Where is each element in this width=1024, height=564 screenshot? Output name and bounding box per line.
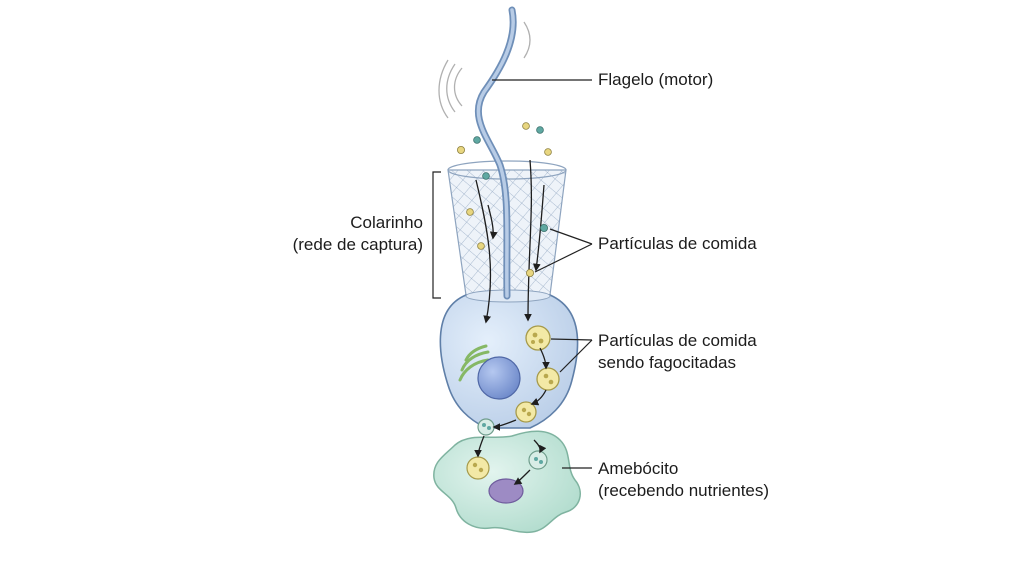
label-fagocitadas-line2: sendo fagocitadas xyxy=(598,353,736,372)
label-amebocito-line2: (recebendo nutrientes) xyxy=(598,481,770,500)
food-particles xyxy=(456,122,552,277)
particle-yellow-target xyxy=(526,268,535,277)
label-fagocitadas: Partículas de comida sendo fagocitadas xyxy=(598,330,757,374)
label-fagocitadas-line1: Partículas de comida xyxy=(598,331,757,350)
amebocyte-food-vacuole xyxy=(466,456,490,480)
golgi-apparatus xyxy=(458,344,490,382)
label-particulas: Partículas de comida xyxy=(598,233,757,255)
particle-teal-target xyxy=(540,223,549,232)
label-flagelo: Flagelo (motor) xyxy=(598,69,713,91)
nucleus xyxy=(477,356,521,400)
label-amebocito: Amebócito (recebendo nutrientes) xyxy=(598,458,769,502)
label-colarinho-line1: Colarinho xyxy=(350,213,423,232)
water-flow-arrows xyxy=(474,159,550,485)
amebocyte-vesicle xyxy=(528,450,548,470)
flagellum-motion-lines xyxy=(438,21,531,119)
label-particulas-text: Partículas de comida xyxy=(598,234,757,253)
amebocyte-nucleus xyxy=(488,478,524,504)
label-colarinho: Colarinho (rede de captura) xyxy=(250,212,423,256)
leader-lines xyxy=(432,79,593,469)
label-flagelo-text: Flagelo (motor) xyxy=(598,70,714,89)
label-colarinho-line2: (rede de captura) xyxy=(292,235,423,254)
label-amebocito-line1: Amebócito xyxy=(598,459,679,478)
food-vacuoles xyxy=(477,325,560,436)
